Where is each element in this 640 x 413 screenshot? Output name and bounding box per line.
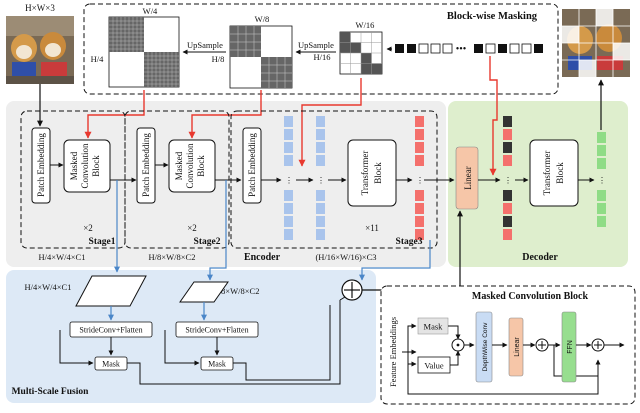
svg-text:⋮: ⋮ (598, 176, 606, 185)
mask-token-sequence: ••• (386, 43, 543, 55)
fusion-feature-map-1 (75, 275, 147, 307)
fusion-strideconv-1-label: StrideConv+Flatten (79, 326, 142, 335)
w8-label: W/8 (255, 14, 270, 24)
stage1-dims: H/4×W/4×C1 (39, 252, 86, 262)
decoder-transformer-line2: Block (555, 162, 565, 184)
stage2-repeat: ×2 (187, 223, 197, 233)
decoder-linear (455, 146, 479, 210)
stage1-mcb-line2: Convolution (80, 143, 90, 189)
svg-text:•••: ••• (456, 44, 467, 55)
decoder-tokens-out: ⋮ (597, 132, 606, 227)
svg-text:⋮: ⋮ (317, 176, 325, 185)
mcb-dwconv (475, 311, 493, 383)
stage1-masked-conv-block (63, 139, 111, 193)
mask-to-stage1-arrow (84, 90, 145, 139)
mcb-ffn-label: FFN (567, 340, 574, 354)
decoder-transformer-block (529, 139, 579, 207)
mask-grid-w16 (339, 31, 383, 75)
input-image: H×W×3 (6, 3, 74, 84)
h8-label: H/8 (212, 54, 225, 64)
stage3-patch-embedding-label: Patch Embedding (247, 133, 257, 197)
stage3-tokens-b: ⋮ (316, 116, 325, 240)
mcb-title: Masked Convolution Block (472, 291, 589, 302)
stage3-transformer-line1: Transformer (360, 151, 370, 196)
fusion-dims2: H/8×W/8×C2 (213, 286, 260, 296)
mcb-dwconv-label: DepthWise Conv (482, 322, 489, 372)
mcb-linear-label: Linear (514, 337, 521, 357)
mask-to-stage3-arrow (298, 78, 362, 167)
output-image (562, 9, 630, 77)
fusion-dims1: H/4×W/4×C1 (25, 282, 72, 292)
mask-to-decoder-arrow (489, 56, 498, 176)
encoder-label: Encoder (244, 252, 281, 263)
masking-title: Block-wise Masking (447, 11, 538, 22)
stage3-repeat: ×11 (365, 223, 379, 233)
fusion-feature-map-2 (179, 281, 229, 303)
stage3-transformer-block (347, 139, 397, 207)
svg-text:⋮: ⋮ (504, 176, 512, 185)
stage3-feature-arrow (359, 240, 431, 281)
mcb-ffn (561, 311, 577, 383)
stage2-feature-arrow (207, 180, 227, 281)
mask-grid-w8 (229, 25, 293, 89)
w4-label: W/4 (143, 6, 158, 16)
upsample-label-2: UpSample (187, 40, 223, 50)
stage1-mcb-line1: Masked (69, 151, 79, 180)
stage3-tokens-out: ⋮ (415, 116, 424, 240)
stage2-name: Stage2 (194, 237, 221, 247)
fusion-mask-2-label: Mask (208, 360, 226, 369)
masking-box (83, 3, 559, 95)
mask-grid-w4 (108, 16, 180, 88)
stage2-mcb-line3: Block (196, 155, 206, 177)
svg-text:⋮: ⋮ (416, 176, 424, 185)
w16-label: W/16 (356, 20, 375, 30)
stage1-name: Stage1 (89, 237, 116, 247)
stage3-tokens-a: ⋮ (284, 116, 293, 240)
stage3-dims: (H/16×W/16)×C3 (315, 252, 376, 262)
upsample-label-1: UpSample (298, 40, 334, 50)
mcb-linear (508, 317, 524, 377)
svg-text:⋮: ⋮ (285, 176, 293, 185)
stage1-patch-embedding-label: Patch Embedding (36, 133, 46, 197)
decoder-label: Decoder (522, 252, 558, 263)
stage1-mcb-line3: Block (91, 155, 101, 177)
stage2-masked-conv-block (168, 139, 216, 193)
stage3-transformer-line2: Block (373, 162, 383, 184)
decoder-tokens-in: ⋮ (503, 116, 512, 240)
stage3-name: Stage3 (396, 237, 423, 247)
decoder-linear-label: Linear (463, 166, 473, 189)
fusion-strideconv-2-label: StrideConv+Flatten (185, 326, 248, 335)
stage2-mcb-line2: Convolution (185, 143, 195, 189)
h16-label: H/16 (314, 52, 331, 62)
mcb-mask-label: Mask (424, 322, 444, 332)
stage1-repeat: ×2 (83, 223, 93, 233)
stage2-dims: H/8×W/8×C2 (149, 252, 196, 262)
decoder-transformer-line1: Transformer (542, 151, 552, 196)
fusion-mask-1-label: Mask (102, 360, 120, 369)
mcb-value-label: Value (424, 361, 444, 371)
h4-label: H/4 (91, 54, 105, 64)
mcb-feature-embeddings: Feature Embeddings (388, 317, 398, 387)
stage2-mcb-line1: Masked (174, 151, 184, 180)
stage2-patch-embedding-label: Patch Embedding (141, 133, 151, 197)
input-dims: H×W×3 (25, 3, 55, 13)
stage3-patch-embedding (242, 127, 262, 204)
fusion-label: Multi-Scale Fusion (12, 387, 90, 397)
mask-to-stage2-arrow (188, 90, 262, 139)
